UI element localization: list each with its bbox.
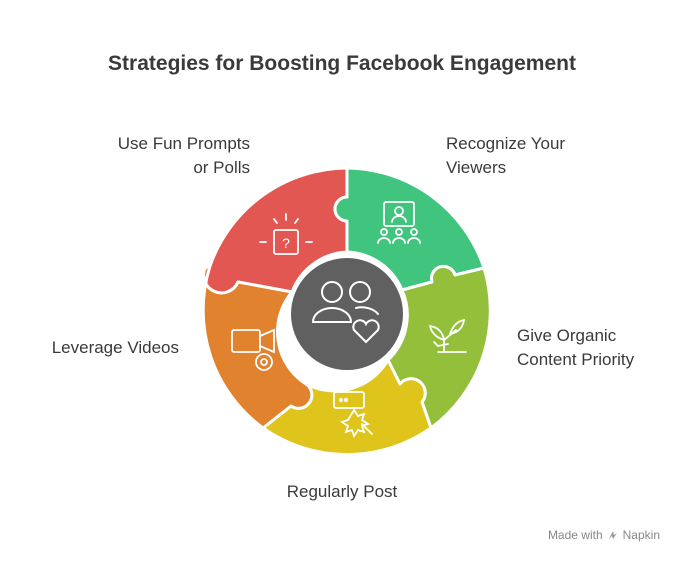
people-heart-icon — [311, 281, 380, 344]
post-click-icon — [333, 391, 373, 439]
audience-icon — [377, 201, 421, 244]
branding[interactable]: Made with Napkin — [548, 528, 660, 542]
video-camera-icon — [231, 328, 275, 371]
label-regularly-post-line-1: Regularly Post — [286, 482, 398, 501]
label-recognize-viewers-line-2: Viewers — [446, 158, 507, 177]
label-regularly-post: Regularly Post — [0, 480, 684, 504]
label-fun-prompts-line-1: Use Fun Prompts — [117, 134, 250, 153]
label-fun-prompts-line-2: or Polls — [193, 158, 250, 177]
label-fun-prompts: Use Fun Prompts or Polls — [118, 132, 250, 180]
label-recognize-viewers: Recognize Your Viewers — [446, 132, 565, 180]
branding-name: Napkin — [622, 528, 660, 542]
plant-icon — [428, 318, 467, 353]
label-organic-content-line-1: Give Organic — [517, 326, 617, 345]
napkin-logo-icon — [608, 531, 617, 539]
label-recognize-viewers-line-1: Recognize Your — [446, 134, 566, 153]
label-leverage-videos-line-1: Leverage Videos — [51, 338, 179, 357]
center-hub — [287, 254, 407, 374]
label-organic-content: Give Organic Content Priority — [517, 324, 634, 372]
segment-leverage-videos — [201, 264, 314, 430]
svg-text:?: ? — [282, 235, 290, 251]
question-box-icon: ? — [259, 213, 313, 255]
branding-prefix: Made with — [547, 528, 603, 542]
diagram-title: Strategies for Boosting Facebook Engagem… — [108, 52, 576, 75]
segment-leverage-videos-piece — [201, 264, 314, 430]
label-organic-content-line-2: Content Priority — [517, 350, 635, 369]
label-leverage-videos: Leverage Videos — [52, 336, 179, 360]
